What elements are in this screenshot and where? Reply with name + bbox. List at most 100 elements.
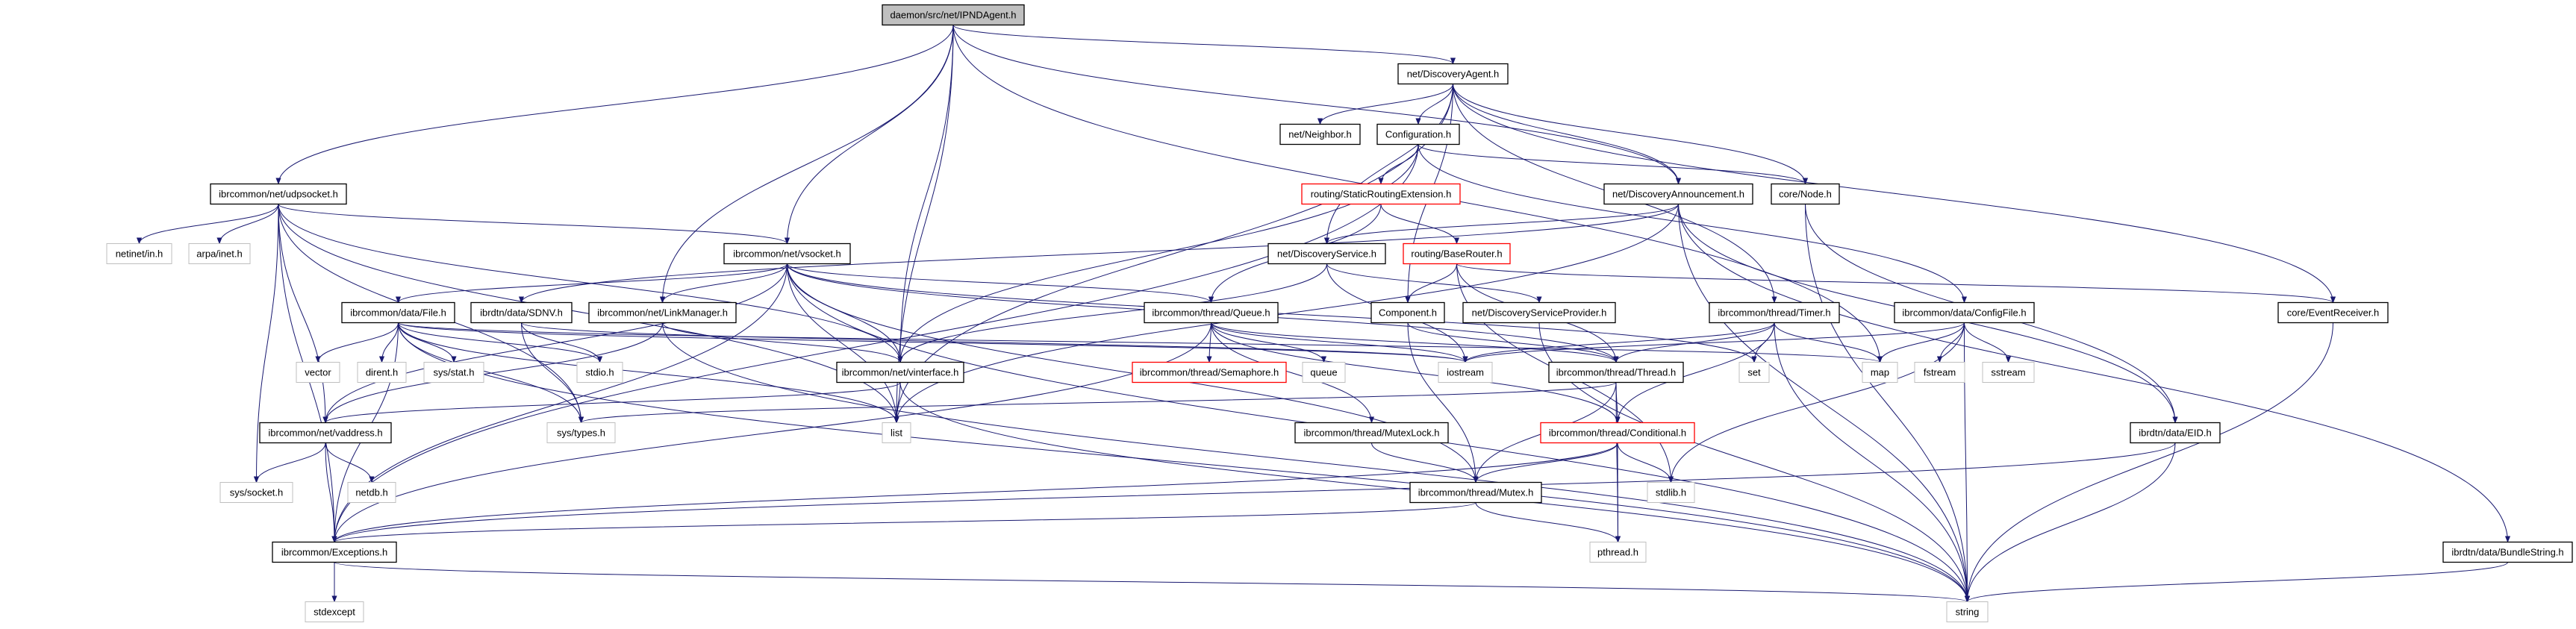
node-linkmgr[interactable]: ibrcommon/net/LinkManager.h [588,301,737,324]
edge-udp-to-vaddress [278,204,328,424]
node-mutexlock[interactable]: ibrcommon/thread/MutexLock.h [1294,422,1449,444]
node-stdlib: stdlib.h [1647,482,1695,503]
edge-vsocket-to-vinterface [787,263,903,363]
node-thread[interactable]: ibrcommon/thread/Thread.h [1548,361,1684,384]
edge-queueh-to-thread [1211,322,1619,363]
node-label: ibrcommon/thread/Conditional.h [1549,428,1686,439]
node-vaddress[interactable]: ibrcommon/net/vaddress.h [259,422,392,444]
node-evrecv[interactable]: core/EventReceiver.h [2277,301,2389,324]
node-dsp[interactable]: net/DiscoveryServiceProvider.h [1462,301,1616,324]
node-vsocket[interactable]: ibrcommon/net/vsocket.h [723,242,851,265]
node-label: core/Node.h [1779,189,1832,200]
node-box [1540,422,1695,444]
edge-vaddress-to-syssocket [253,442,326,484]
nodes: daemon/src/net/IPNDAgent.h net/DiscoveryA… [106,4,2573,622]
edge-dagent-to-list [894,84,1453,424]
edge-dann-to-string [1678,204,1971,603]
edge-vsocket-to-vaddress [322,263,788,424]
node-file[interactable]: ibrcommon/data/File.h [341,301,455,324]
node-exceptions[interactable]: ibrcommon/Exceptions.h [272,541,397,563]
node-box [1301,183,1461,205]
node-label: routing/StaticRoutingExtension.h [1311,189,1452,200]
edge-linkmgr-to-string [662,322,1971,603]
node-box [1603,183,1753,205]
node-arpa: arpa/inet.h [188,243,251,264]
edge-timer-to-set [1751,322,1775,363]
node-baserouter[interactable]: routing/BaseRouter.h [1403,242,1511,265]
node-dagent[interactable]: net/DiscoveryAgent.h [1397,63,1509,85]
node-label: core/EventReceiver.h [2287,307,2380,319]
node-box [546,422,616,443]
edge-vaddress-to-exceptions [325,442,337,543]
node-box [296,362,340,383]
node-box [1279,123,1361,145]
node-box [1144,301,1279,324]
node-box [1589,542,1647,563]
node-netdb: netdb.h [347,482,396,503]
node-label: netinet/in.h [116,248,163,260]
edge-baserouter-to-evrecv [1456,263,2336,304]
node-sstream: sstream [1982,362,2035,383]
node-label: stdio.h [585,367,614,378]
node-iostream: iostream [1438,362,1493,383]
node-syssocket: sys/socket.h [219,482,293,503]
node-configfile[interactable]: ibrcommon/data/ConfigFile.h [1894,301,2035,324]
node-vector: vector [296,362,340,383]
node-box [882,4,1025,26]
edge-ipnd-to-list [894,25,954,424]
node-node[interactable]: core/Node.h [1771,183,1840,205]
node-label: net/Neighbor.h [1288,129,1352,140]
node-queueh[interactable]: ibrcommon/thread/Queue.h [1144,301,1279,324]
node-box [1267,242,1386,265]
node-label: stdexcept [314,607,355,618]
edge-sdnv-to-iostream [521,322,1468,363]
edge-vinterface-to-vaddress [322,382,901,424]
node-box [470,301,573,324]
edge-mutexlock-to-mutex [1371,442,1479,484]
node-eid[interactable]: ibrdtn/data/EID.h [2130,422,2221,444]
node-queue: queue [1302,362,1346,383]
node-label: set [1747,367,1761,378]
edge-queueh-to-semaphore [1206,322,1212,363]
edge-file-to-dirent [378,322,399,363]
edge-bundlestring-to-string [1965,562,2508,603]
node-box [272,541,397,563]
node-label: ibrcommon/net/LinkManager.h [597,307,728,319]
edge-udp-to-vsocket [278,204,790,245]
node-label: ibrcommon/thread/Mutex.h [1418,487,1534,498]
node-component[interactable]: Component.h [1370,301,1445,324]
node-label: ibrcommon/data/File.h [350,307,446,319]
edge-queueh-to-queue [1211,322,1327,363]
node-neighbor[interactable]: net/Neighbor.h [1279,123,1361,145]
node-udp[interactable]: ibrcommon/net/udpsocket.h [210,183,347,205]
node-box [305,601,364,622]
node-dservice[interactable]: net/DiscoveryService.h [1267,242,1386,265]
node-semaphore[interactable]: ibrcommon/thread/Semaphore.h [1132,361,1287,384]
node-ipnd[interactable]: daemon/src/net/IPNDAgent.h [882,4,1025,26]
node-timer[interactable]: ibrcommon/thread/Timer.h [1709,301,1840,324]
node-box [723,242,851,265]
edge-conditional-to-stdlib [1617,442,1674,484]
node-sdnv[interactable]: ibrdtn/data/SDNV.h [470,301,573,324]
edge-linkmgr-to-vinterface [662,322,903,363]
edge-ipnd-to-vsocket [784,25,954,245]
edge-configfile-to-iostream [1462,322,1965,363]
edge-configfile-to-stdlib [1668,322,1965,484]
node-box [1548,361,1684,384]
edge-dagent-to-config [1415,84,1453,125]
edge-configfile-to-map [1877,322,1965,363]
node-label: ibrcommon/net/vsocket.h [733,248,841,260]
node-bundlestring[interactable]: ibrdtn/data/BundleString.h [2442,541,2573,563]
edge-ipnd-to-vinterface [897,25,954,363]
node-dann[interactable]: net/DiscoveryAnnouncement.h [1603,183,1753,205]
node-sre[interactable]: routing/StaticRoutingExtension.h [1301,183,1461,205]
node-mutex[interactable]: ibrcommon/thread/Mutex.h [1409,481,1542,504]
node-box [1862,362,1898,383]
node-vinterface[interactable]: ibrcommon/net/vinterface.h [836,361,964,384]
edge-exceptions-to-string [334,562,1970,603]
node-conditional[interactable]: ibrcommon/thread/Conditional.h [1540,422,1695,444]
node-label: ibrcommon/thread/Thread.h [1556,367,1676,378]
node-label: ibrcommon/net/vinterface.h [842,367,959,378]
node-config[interactable]: Configuration.h [1376,123,1460,145]
node-box [219,482,293,503]
